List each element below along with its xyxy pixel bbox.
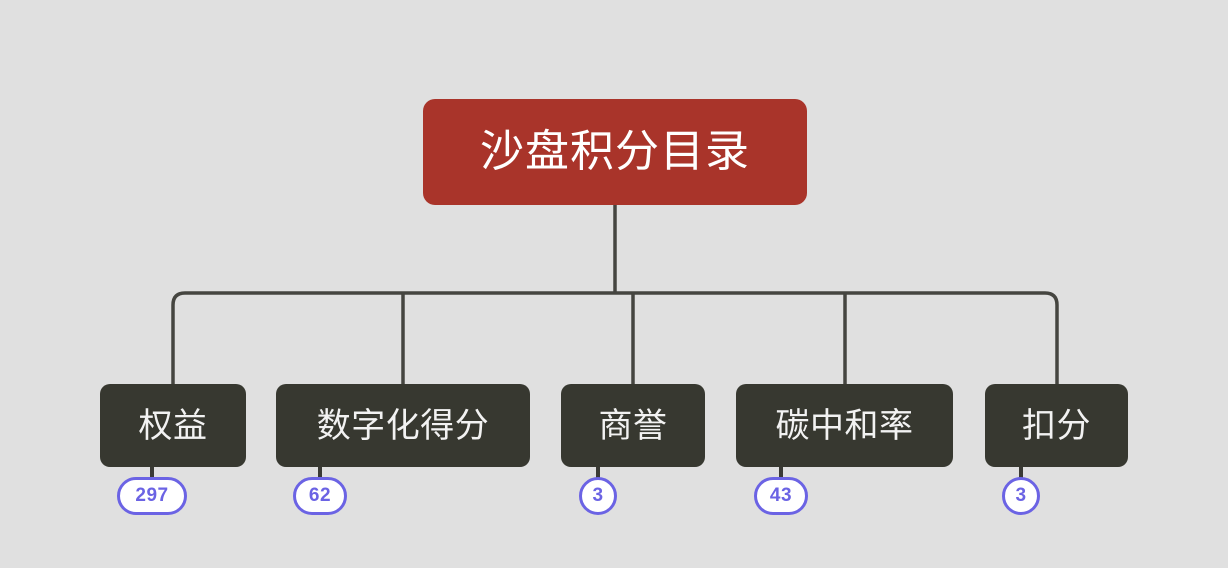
badge-count-value: 3 xyxy=(592,485,604,506)
badge-count-value: 3 xyxy=(1015,485,1027,506)
badge-count-equity[interactable]: 297 xyxy=(117,477,187,515)
badge-count-value: 43 xyxy=(769,485,793,506)
badge-count-goodwill[interactable]: 3 xyxy=(579,477,617,515)
node-child-goodwill[interactable]: 商誉 xyxy=(561,384,705,467)
node-child-digital-score[interactable]: 数字化得分 xyxy=(276,384,530,467)
node-child-label: 商誉 xyxy=(598,406,668,445)
badge-count-value: 297 xyxy=(135,485,169,506)
badge-count-carbon-neutral-rate[interactable]: 43 xyxy=(754,477,808,515)
node-child-label: 碳中和率 xyxy=(775,406,914,445)
node-child-equity[interactable]: 权益 xyxy=(100,384,246,467)
node-root[interactable]: 沙盘积分目录 xyxy=(423,99,807,205)
node-child-label: 数字化得分 xyxy=(316,406,490,445)
badge-count-deduction[interactable]: 3 xyxy=(1002,477,1040,515)
node-child-label: 扣分 xyxy=(1022,406,1091,445)
node-child-carbon-neutral-rate[interactable]: 碳中和率 xyxy=(736,384,953,467)
node-root-label: 沙盘积分目录 xyxy=(480,127,750,176)
node-child-label: 权益 xyxy=(138,406,208,445)
node-child-deduction[interactable]: 扣分 xyxy=(985,384,1128,467)
badge-count-digital-score[interactable]: 62 xyxy=(293,477,347,515)
badge-count-value: 62 xyxy=(308,485,332,506)
